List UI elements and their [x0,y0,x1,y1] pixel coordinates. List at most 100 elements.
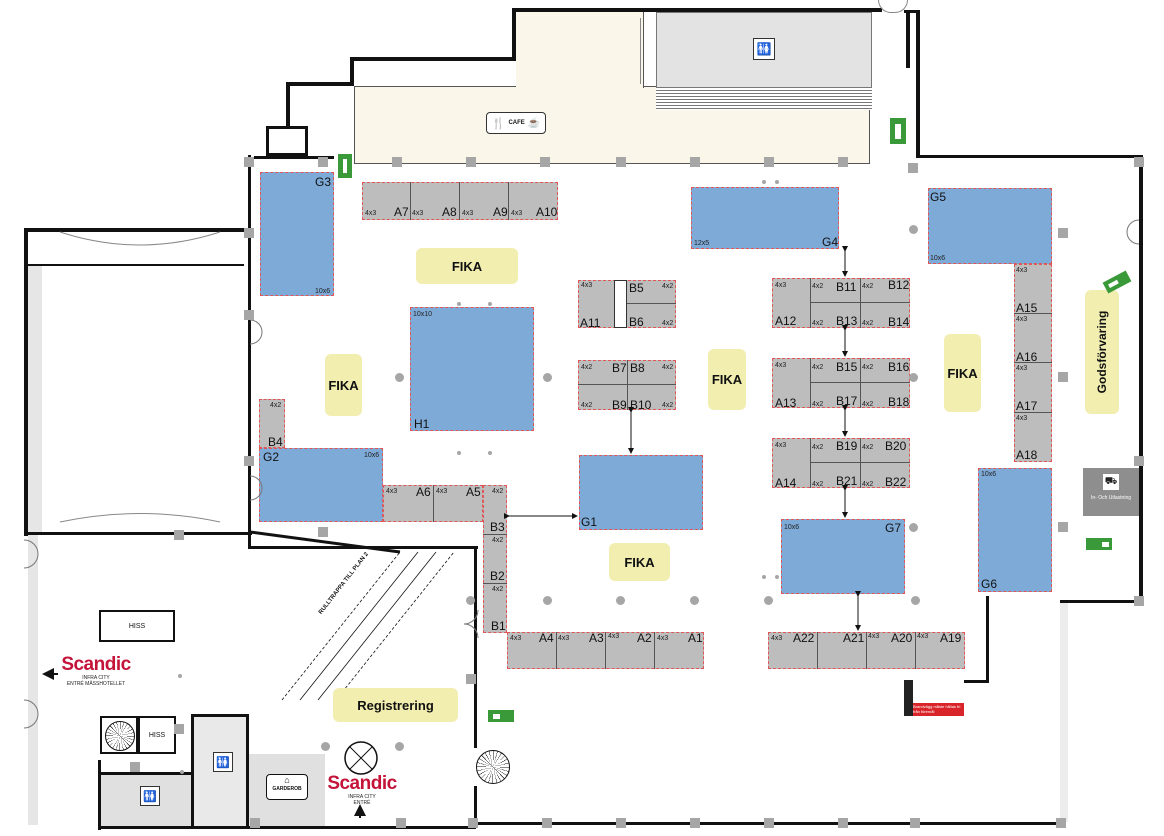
booth-column-b1-b3 [483,485,507,633]
left-hall-edge [28,266,42,532]
booth-b16[interactable]: B16 [888,360,910,374]
booth-a4[interactable]: A4 [539,631,554,645]
stand-g5[interactable] [928,188,1052,264]
column [396,818,406,828]
stand-g3[interactable] [260,172,334,296]
stand-g7[interactable] [781,519,905,594]
size-label: 4x2 [862,364,874,371]
booth-b9[interactable]: B9 [612,398,627,412]
booth-a10[interactable]: A10 [536,205,558,219]
booth-block-a13 [772,358,910,408]
marker [178,674,182,678]
booth-b20[interactable]: B20 [885,439,907,453]
size-label: 4x2 [812,401,824,408]
booth-a7[interactable]: A7 [394,205,409,219]
booth-b15[interactable]: B15 [836,360,858,374]
size-label: 12x5 [694,240,710,247]
column [1058,372,1068,382]
stand-g1[interactable] [579,455,703,530]
cafe-area-upper [516,12,644,88]
size-label: 4x3 [511,210,523,217]
booth-a11-white-strip [614,280,627,328]
size-label: 4x2 [662,402,674,409]
booth-b4 [259,399,285,448]
restroom-icon: 🚻 [753,38,775,60]
booth-a20[interactable]: A20 [891,631,913,645]
booth-b3[interactable]: B3 [490,520,505,534]
booth-b19[interactable]: B19 [836,439,858,453]
booth-b8[interactable]: B8 [630,361,645,375]
booth-b2[interactable]: B2 [490,569,505,583]
size-label: 4x3 [1016,267,1028,274]
booth-a3[interactable]: A3 [589,631,604,645]
column [1134,157,1144,167]
column [540,157,550,167]
size-label: 4x2 [581,402,593,409]
column [392,157,402,167]
booth-a9[interactable]: A9 [493,205,508,219]
booth-a19[interactable]: A19 [940,631,962,645]
booth-a5[interactable]: A5 [466,485,481,499]
pillar [690,596,699,605]
booth-a2[interactable]: A2 [637,631,652,645]
booth-a11[interactable]: A11 [580,316,601,330]
lift-box-2: HISS [138,716,176,754]
stand-g6-label: G6 [981,577,998,591]
booth-b6[interactable]: B6 [629,315,644,329]
booth-b1[interactable]: B1 [491,619,506,633]
registration-desk[interactable]: Registrering [333,688,458,722]
size-label: 4x2 [662,283,674,290]
size-label: 4x2 [581,364,593,371]
column [690,818,700,828]
stand-g6[interactable] [978,468,1052,592]
stand-g4[interactable] [691,187,839,249]
booth-a1[interactable]: A1 [688,631,703,645]
booth-a22[interactable]: A22 [793,631,815,645]
size-label: 4x2 [492,537,504,544]
booth-b4-label[interactable]: B4 [268,435,283,449]
emergency-exit-sign [1086,538,1112,550]
restroom-icon: 🚻 [140,786,160,806]
size-label: 4x2 [662,320,674,327]
pillar [395,373,404,382]
column [466,157,476,167]
booth-b5[interactable]: B5 [629,281,644,295]
booth-b22[interactable]: B22 [885,475,907,489]
size-label: 4x3 [775,282,787,289]
booth-b18[interactable]: B18 [888,395,910,409]
booth-a21[interactable]: A21 [843,631,865,645]
booth-a12[interactable]: A12 [775,314,797,328]
column [1058,228,1068,238]
booth-a15[interactable]: A15 [1016,301,1038,315]
booth-a17[interactable]: A17 [1016,399,1038,413]
pillar [321,742,330,751]
size-label: 4x3 [775,442,787,449]
booth-b12[interactable]: B12 [888,278,910,292]
booth-a14[interactable]: A14 [775,476,797,490]
booth-b21[interactable]: B21 [836,474,858,488]
cutlery-icon: 🍴 [491,117,506,130]
booth-b10[interactable]: B10 [630,398,652,412]
stand-g3-label: G3 [315,175,332,189]
booth-b7[interactable]: B7 [612,361,627,375]
booth-b11[interactable]: B11 [836,280,857,294]
stand-g2[interactable] [259,448,383,522]
booth-b17[interactable]: B17 [836,394,858,408]
marker [775,180,779,184]
booth-a13[interactable]: A13 [775,396,797,410]
column [616,818,626,828]
booth-b13[interactable]: B13 [836,314,858,328]
booth-a6[interactable]: A6 [416,485,431,499]
booth-a18[interactable]: A18 [1016,448,1038,462]
booth-b14[interactable]: B14 [888,315,910,329]
size-label: 4x2 [812,364,824,371]
column [838,157,848,167]
booth-column-a15-a18 [1014,264,1052,462]
stand-h1[interactable] [410,307,534,431]
size-label: 4x2 [812,481,824,488]
marker [775,575,779,579]
column [690,157,700,167]
booth-a8[interactable]: A8 [442,205,457,219]
booth-a16[interactable]: A16 [1016,350,1038,364]
